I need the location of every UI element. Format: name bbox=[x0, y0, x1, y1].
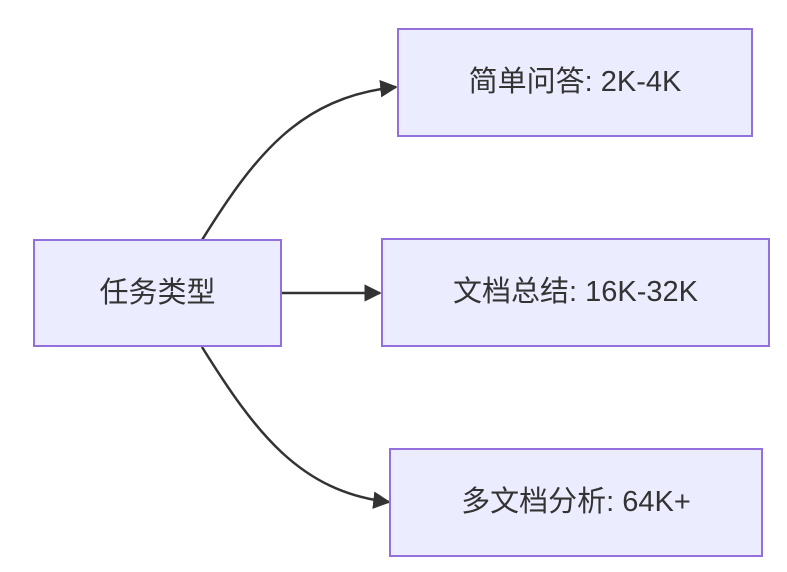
node-multi-doc-label: 多文档分析: 64K+ bbox=[461, 486, 691, 519]
node-task-type: 任务类型 bbox=[33, 239, 282, 347]
node-multi-doc: 多文档分析: 64K+ bbox=[389, 448, 763, 557]
node-simple-qa-label: 简单问答: 2K-4K bbox=[468, 66, 682, 99]
edge-root-to-multi-doc bbox=[200, 346, 391, 509]
node-simple-qa: 简单问答: 2K-4K bbox=[397, 28, 753, 137]
node-doc-summary: 文档总结: 16K-32K bbox=[381, 238, 770, 347]
edge-root-to-simple-qa bbox=[200, 79, 398, 241]
node-task-type-label: 任务类型 bbox=[99, 276, 216, 309]
node-doc-summary-label: 文档总结: 16K-32K bbox=[453, 276, 698, 309]
